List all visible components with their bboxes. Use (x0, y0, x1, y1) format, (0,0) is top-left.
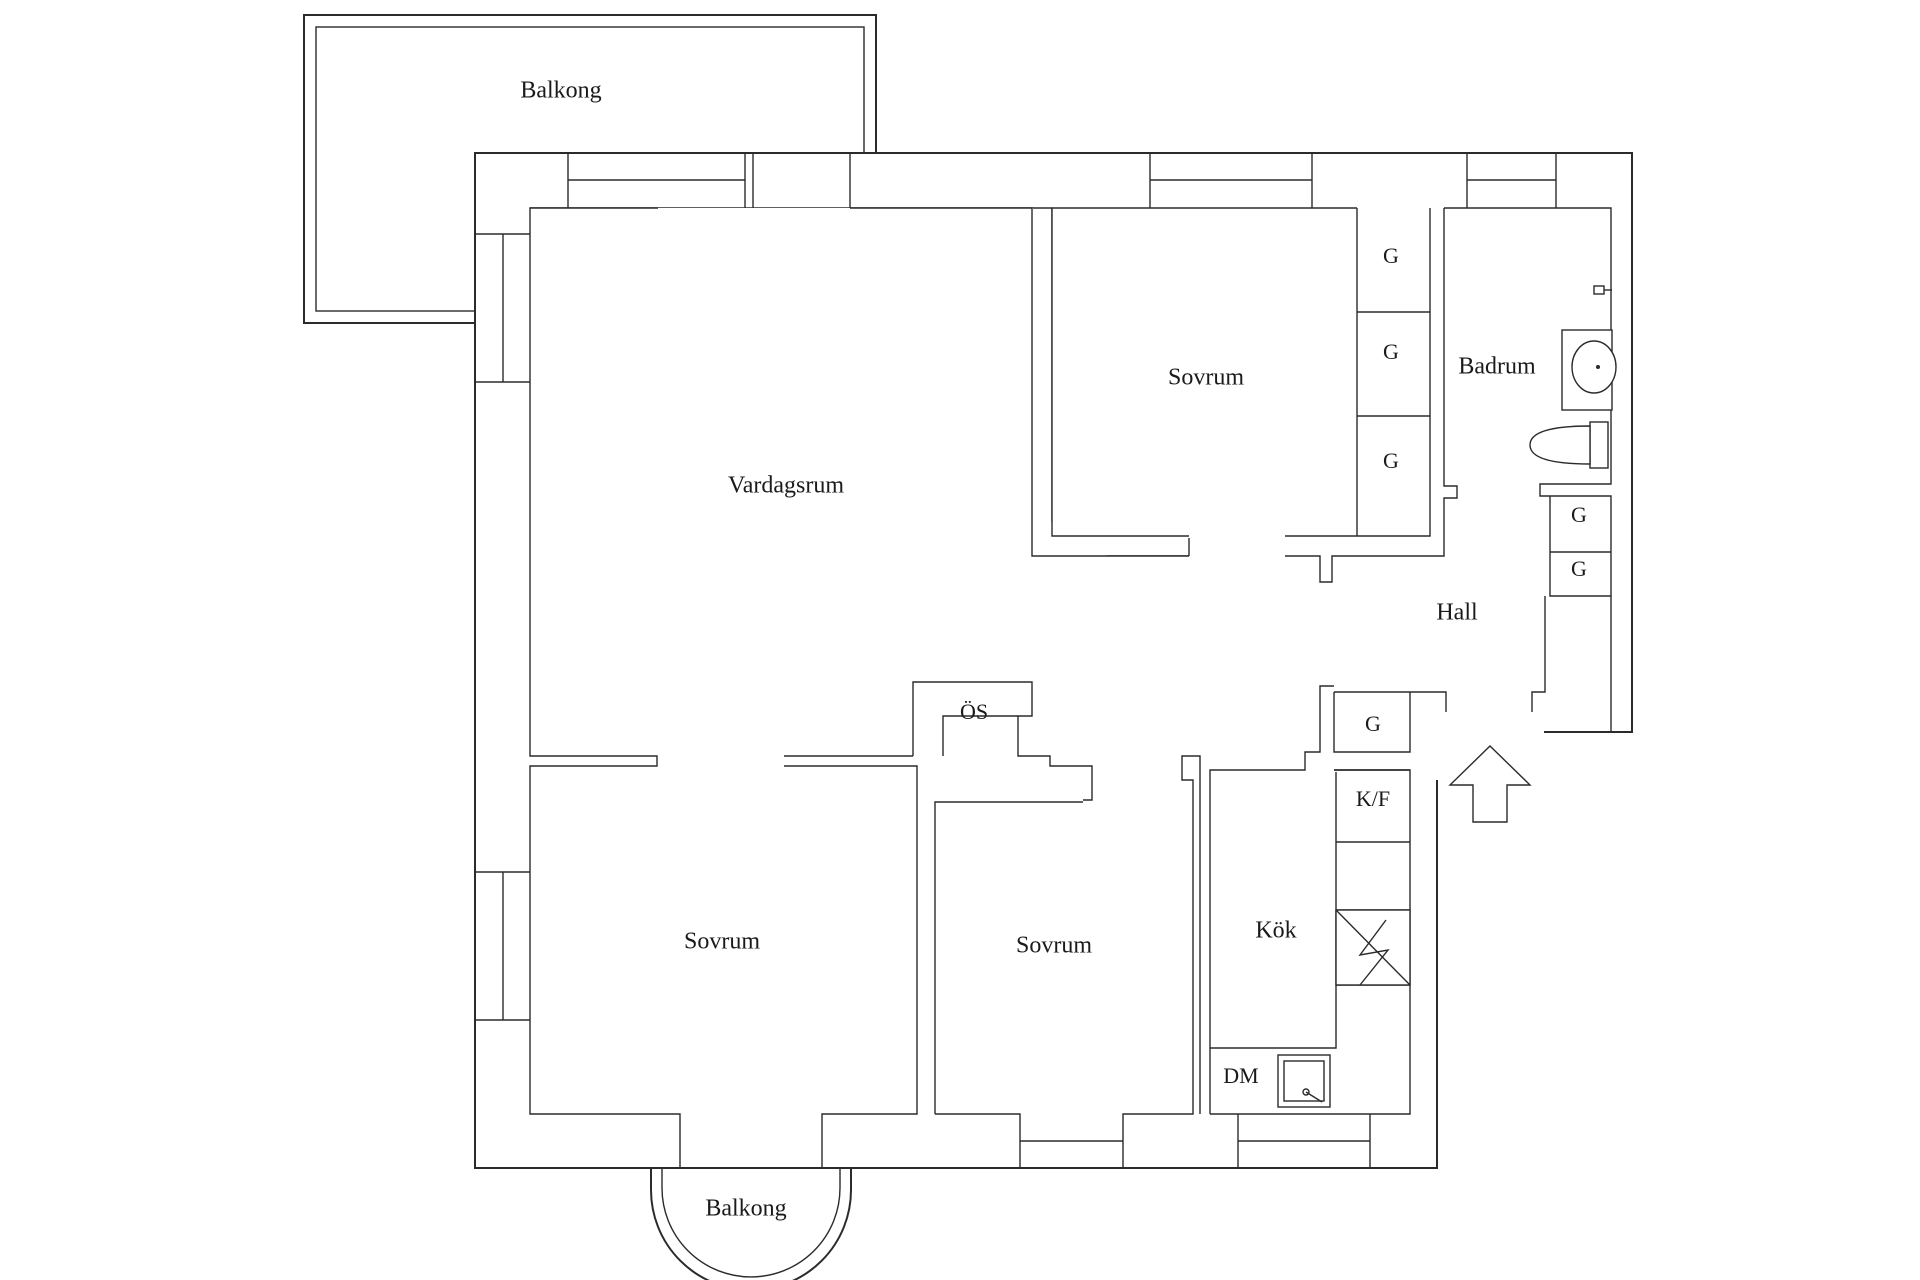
label-wardrobe-1: G (1383, 243, 1399, 268)
label-fridge-freezer: K/F (1356, 786, 1390, 811)
balcony-bottom (650, 1167, 852, 1280)
label-wardrobe-3: G (1383, 448, 1399, 473)
label-bedroom-mid: Sovrum (1016, 933, 1092, 959)
interior (530, 207, 1612, 1114)
label-living-room: Vardagsrum (728, 473, 844, 499)
room-labels: Balkong Vardagsrum Sovrum Badrum Hall ÖS… (520, 78, 1587, 1222)
wardrobe-kitchen (1333, 692, 1411, 771)
sink-icon (1561, 329, 1617, 411)
label-bedroom-left: Sovrum (684, 929, 760, 955)
label-wardrobe-6: G (1365, 711, 1381, 736)
label-wardrobe-4: G (1571, 502, 1587, 527)
label-bedroom-top: Sovrum (1168, 365, 1244, 391)
kitchen-fixtures (1277, 909, 1411, 1108)
label-wardrobe-2: G (1383, 339, 1399, 364)
toilet-icon (1529, 421, 1609, 469)
label-linen-closet: ÖS (960, 699, 988, 724)
label-kitchen: Kök (1255, 918, 1296, 944)
label-hall: Hall (1436, 600, 1478, 626)
label-wardrobe-5: G (1571, 556, 1587, 581)
label-balcony-top: Balkong (520, 78, 601, 104)
bathroom-fixtures (1529, 285, 1617, 469)
kitchen-sink-icon (1277, 1054, 1331, 1108)
label-bathroom: Badrum (1458, 354, 1536, 380)
shower-tap-icon (1593, 285, 1612, 295)
stove-icon (1335, 909, 1411, 986)
label-balcony-bottom: Balkong (705, 1196, 786, 1222)
entrance-arrow-icon (1448, 745, 1532, 823)
label-dishwasher: DM (1223, 1063, 1258, 1088)
